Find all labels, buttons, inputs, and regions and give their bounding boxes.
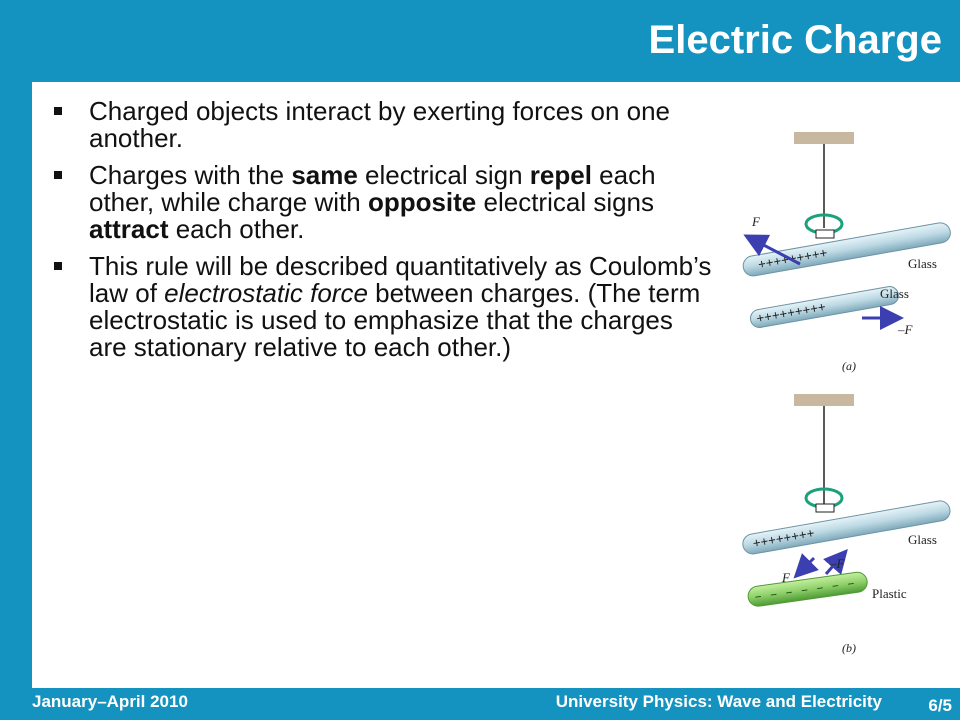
bullet-text: This rule will be described quantitative… bbox=[89, 253, 712, 361]
square-bullet-icon bbox=[54, 262, 62, 270]
force-arrow-left bbox=[793, 553, 819, 579]
rod-clamp bbox=[815, 229, 835, 239]
bullet-segment: between charges. (The term electrostatic… bbox=[89, 278, 701, 362]
bullet-segment: This rule will be described quantitative… bbox=[89, 251, 712, 308]
bullet-segment: repel bbox=[529, 160, 592, 190]
force-label-right: –F bbox=[829, 556, 846, 571]
square-bullet-icon bbox=[54, 171, 62, 179]
plastic-rod: – – – – – – – bbox=[747, 571, 868, 607]
bullet-segment: opposite bbox=[367, 187, 477, 217]
rod-label-bottom: Glass bbox=[880, 286, 909, 301]
bullet-segment: Charged objects interact by exerting for… bbox=[89, 96, 671, 153]
bullet-item: This rule will be described quantitative… bbox=[52, 253, 712, 361]
bullet-item: Charged objects interact by exerting for… bbox=[52, 98, 712, 152]
footer-course: University Physics: Wave and Electricity bbox=[555, 692, 882, 711]
panel-a: +++++++++ F Glass +++++++++ Glass –F (a) bbox=[742, 132, 951, 373]
panel-caption-b: (b) bbox=[842, 641, 856, 655]
slide-title: Electric Charge bbox=[648, 18, 942, 62]
square-bullet-icon bbox=[54, 107, 62, 115]
force-label-left: F bbox=[781, 570, 791, 585]
bullet-segment: same bbox=[291, 160, 358, 190]
charged-rods-illustration: +++++++++ F Glass +++++++++ Glass –F (a) bbox=[742, 132, 951, 655]
rod-label-top: Glass bbox=[908, 256, 937, 271]
footer-date: January–April 2010 bbox=[32, 692, 188, 711]
ceiling-mount bbox=[794, 394, 854, 406]
glass-rod-bottom: +++++++++ bbox=[749, 286, 899, 328]
slide-content: Charged objects interact by exerting for… bbox=[32, 82, 960, 688]
force-label-right: –F bbox=[897, 322, 914, 337]
bullet-item: Charges with the same electrical sign re… bbox=[52, 162, 712, 243]
bullet-segment: electrical signs bbox=[476, 187, 655, 217]
page-number: 6/5 bbox=[928, 696, 952, 715]
bullet-text: Charged objects interact by exerting for… bbox=[89, 98, 712, 152]
force-arrow-right bbox=[823, 548, 848, 575]
bullet-text: Charges with the same electrical sign re… bbox=[89, 162, 712, 243]
panel-caption-a: (a) bbox=[842, 359, 856, 373]
force-label-left: F bbox=[751, 214, 761, 229]
rod-label-top: Glass bbox=[908, 532, 937, 547]
force-arrow-left bbox=[743, 234, 801, 266]
bullet-segment: each other, while charge with bbox=[89, 160, 656, 217]
bullet-segment: electrical sign bbox=[357, 160, 530, 190]
glass-rod: ++++++++ bbox=[742, 500, 951, 555]
ceiling-mount bbox=[794, 132, 854, 144]
rod-label-bottom: Plastic bbox=[872, 586, 907, 601]
bullet-list: Charged objects interact by exerting for… bbox=[52, 98, 712, 371]
charged-rods-figure: +++++++++ F Glass +++++++++ Glass –F (a) bbox=[712, 122, 952, 682]
bullet-segment: Charges with the bbox=[89, 160, 292, 190]
bullet-segment: each other. bbox=[168, 214, 305, 244]
bullet-segment: attract bbox=[89, 214, 169, 244]
rod-clamp bbox=[815, 503, 835, 513]
panel-b: ++++++++ Glass F –F – – – – – – – Plasti… bbox=[742, 394, 951, 655]
bullet-segment: electrostatic force bbox=[164, 278, 368, 308]
